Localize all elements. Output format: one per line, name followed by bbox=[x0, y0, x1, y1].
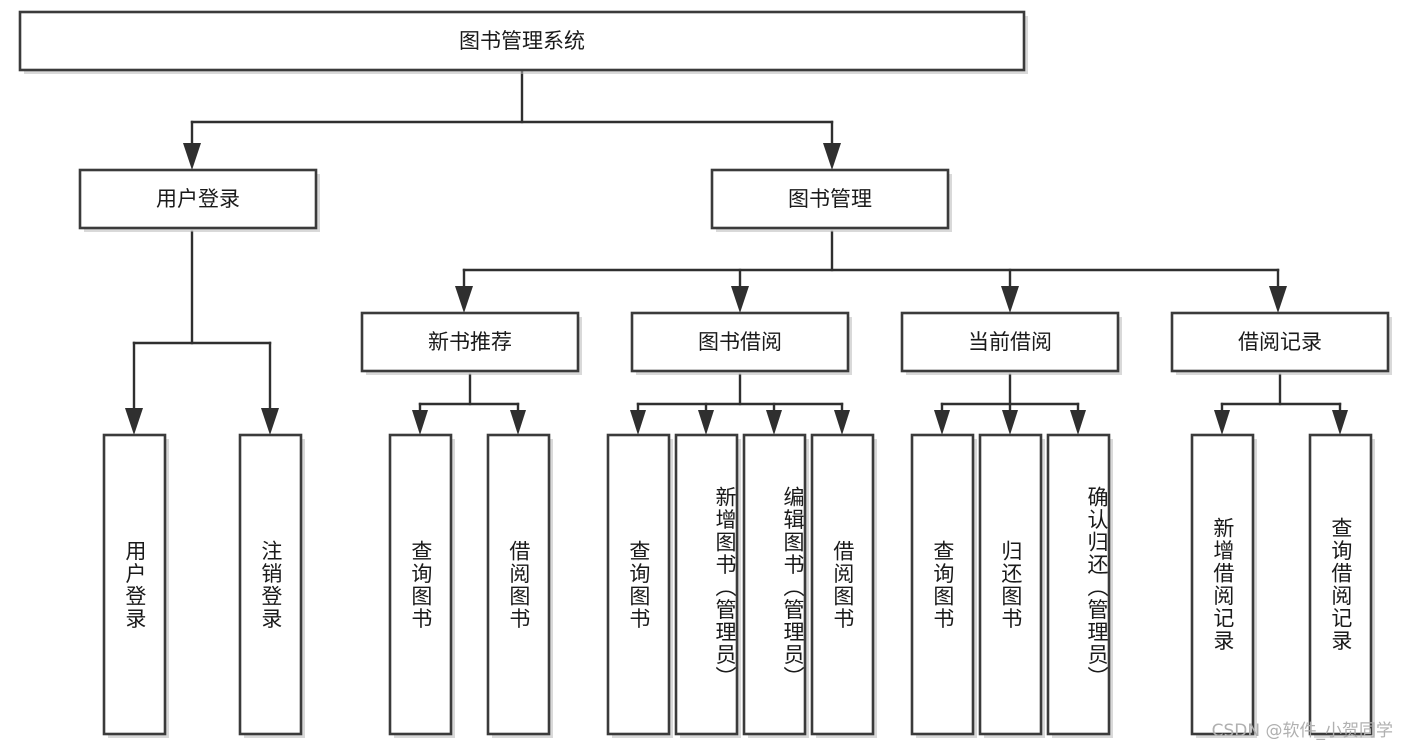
arrowhead-group bbox=[125, 143, 1348, 435]
current-borrow-node-label: 当前借阅 bbox=[968, 330, 1052, 354]
book-borrow-node-label: 图书借阅 bbox=[698, 330, 782, 354]
arrow-icon-current-borrow bbox=[1001, 286, 1019, 313]
watermark-text: CSDN @软件_小贺同学 bbox=[1211, 721, 1393, 741]
user-login-node-box[interactable] bbox=[78, 168, 318, 230]
leaf-box-bb-query-book[interactable] bbox=[606, 433, 671, 736]
arrow-icon-cb-leaf-1 bbox=[934, 410, 950, 435]
arrow-icon-bb-leaf-1 bbox=[630, 410, 646, 435]
leaf-box-br-add-record[interactable] bbox=[1190, 433, 1255, 736]
arrow-icon-bb-leaf-3 bbox=[766, 410, 782, 435]
borrow-record-node-label: 借阅记录 bbox=[1238, 330, 1322, 354]
leaf-box-cb-return-book[interactable] bbox=[978, 433, 1043, 736]
leaf-box-logout[interactable] bbox=[238, 433, 303, 736]
borrow-record-node-box[interactable] bbox=[1170, 311, 1390, 373]
horizontal-label-group: 图书管理系统 用户登录 图书管理 新书推荐 图书借阅 当前借阅 借阅记录 bbox=[156, 29, 1322, 354]
book-manage-node-label: 图书管理 bbox=[788, 187, 872, 211]
leaf-box-bb-add-book[interactable] bbox=[674, 433, 739, 736]
arrow-icon-new-book bbox=[455, 286, 473, 313]
leaf-box-bb-edit-book[interactable] bbox=[742, 433, 807, 736]
leaf-box-br-query-record[interactable] bbox=[1308, 433, 1373, 736]
arrow-icon-br-leaf-2 bbox=[1332, 410, 1348, 435]
arrow-icon-book-manage bbox=[823, 143, 841, 170]
arrow-icon-borrow-record bbox=[1269, 286, 1287, 313]
arrow-icon-user-login bbox=[183, 143, 201, 170]
book-manage-node-box[interactable] bbox=[710, 168, 950, 230]
leaf-box-bb-borrow-book[interactable] bbox=[810, 433, 875, 736]
leaf-box-nb-query-book[interactable] bbox=[388, 433, 453, 736]
arrow-icon-nb-leaf-1 bbox=[412, 410, 428, 435]
leaf-box-nb-borrow-book[interactable] bbox=[486, 433, 551, 736]
book-borrow-node-box[interactable] bbox=[630, 311, 850, 373]
leaf-box-cb-query-book[interactable] bbox=[910, 433, 975, 736]
arrow-icon-bb-leaf-4 bbox=[834, 410, 850, 435]
arrow-icon-bb-leaf-2 bbox=[698, 410, 714, 435]
arrow-icon-nb-leaf-2 bbox=[510, 410, 526, 435]
connector-group bbox=[132, 68, 1342, 412]
new-book-node-label: 新书推荐 bbox=[428, 330, 512, 354]
arrow-icon-book-borrow bbox=[731, 286, 749, 313]
node-box-group bbox=[18, 10, 1392, 738]
arrow-icon-br-leaf-1 bbox=[1214, 410, 1230, 435]
new-book-node-box[interactable] bbox=[360, 311, 580, 373]
leaf-box-user-login[interactable] bbox=[102, 433, 167, 736]
leaf-box-cb-confirm-return[interactable] bbox=[1046, 433, 1111, 736]
root-node-box[interactable] bbox=[18, 10, 1026, 72]
current-borrow-node-box[interactable] bbox=[900, 311, 1120, 373]
arrow-icon-leaf-user-login bbox=[125, 408, 143, 435]
user-login-node-label: 用户登录 bbox=[156, 187, 240, 211]
root-node-label: 图书管理系统 bbox=[459, 29, 585, 53]
arrow-icon-cb-leaf-3 bbox=[1070, 410, 1086, 435]
arrow-icon-cb-leaf-2 bbox=[1002, 410, 1018, 435]
arrow-icon-leaf-logout bbox=[261, 408, 279, 435]
